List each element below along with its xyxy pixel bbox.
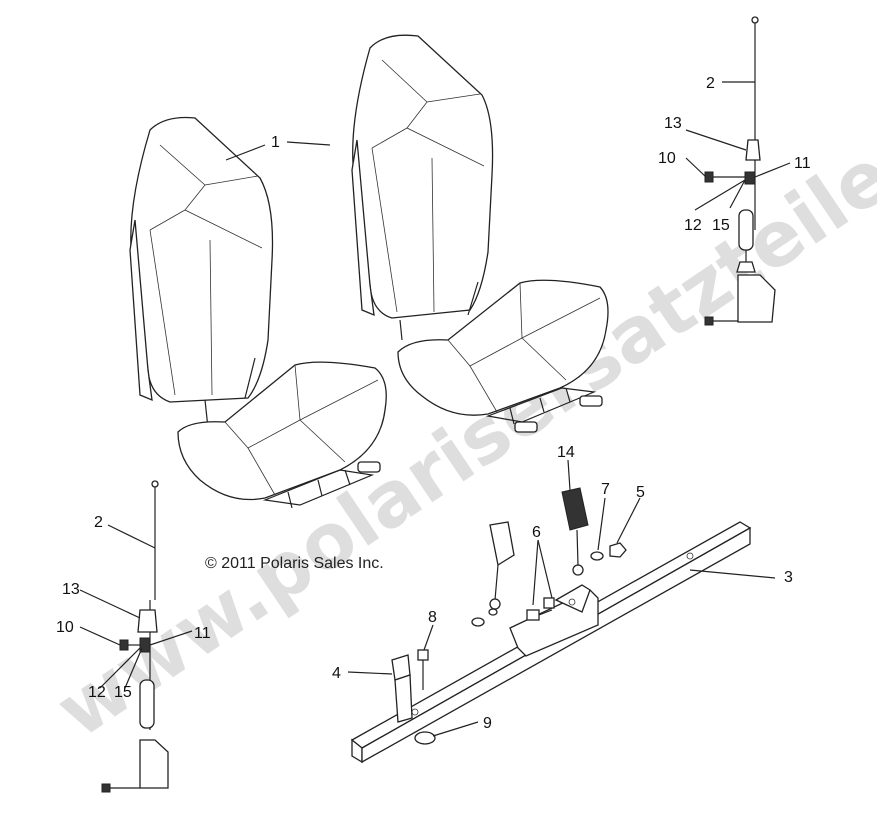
callout-13-right: 13 [664, 115, 682, 132]
callout-6: 6 [532, 524, 541, 541]
callout-3: 3 [784, 569, 793, 586]
callout-12-right: 12 [684, 217, 702, 234]
bolt-8 [417, 649, 429, 690]
nut-5 [609, 542, 627, 558]
callout-15-left: 15 [114, 684, 132, 701]
callout-4: 4 [332, 665, 341, 682]
buckle-left [471, 521, 515, 627]
copyright-notice: © 2011 Polaris Sales Inc. [205, 555, 384, 572]
callout-9: 9 [483, 715, 492, 732]
buckle-right [561, 487, 589, 576]
callout-labels: 1 2 13 10 11 12 15 2 13 10 11 12 15 14 7… [56, 75, 811, 732]
callout-11-left: 11 [194, 625, 211, 642]
callout-8: 8 [428, 609, 437, 626]
callout-10-left: 10 [56, 619, 74, 636]
belt-assembly-left [101, 480, 169, 793]
belt-assembly-right [704, 16, 776, 326]
callout-2-right: 2 [706, 75, 715, 92]
seat-right [351, 34, 609, 433]
bolt-6 [526, 597, 555, 621]
callout-12-left: 12 [88, 684, 106, 701]
pin-4 [391, 654, 413, 723]
callout-11-right: 11 [794, 155, 811, 172]
crossbar [350, 521, 752, 764]
washer-7 [590, 551, 604, 561]
callout-15-right: 15 [712, 217, 730, 234]
callout-7: 7 [601, 481, 610, 498]
callout-13-left: 13 [62, 581, 80, 598]
callout-5: 5 [636, 484, 645, 501]
callout-1: 1 [271, 134, 280, 151]
callout-2-left: 2 [94, 514, 103, 531]
leader-lines [79, 81, 791, 737]
callout-10-right: 10 [658, 150, 676, 167]
callout-14: 14 [557, 444, 575, 461]
seat-left [129, 116, 387, 509]
washer-9 [414, 731, 436, 745]
